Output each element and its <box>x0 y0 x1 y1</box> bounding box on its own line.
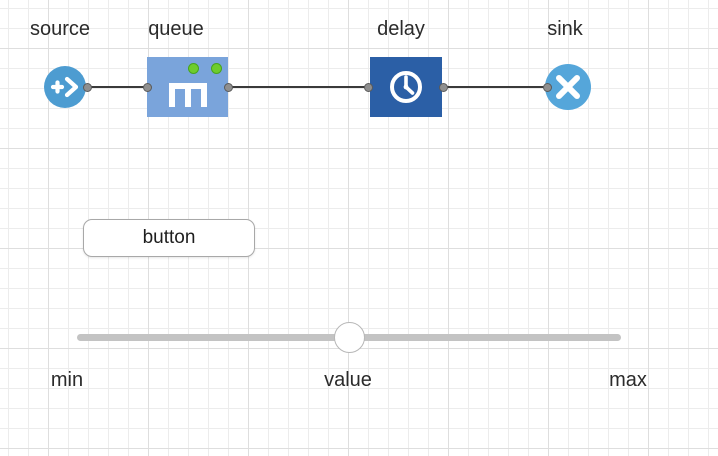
port-source-out[interactable] <box>82 82 92 92</box>
delay-clock-icon <box>390 71 422 103</box>
connector-source-queue <box>80 86 147 88</box>
queue-slots-icon <box>169 83 207 107</box>
block-label-sink: sink <box>547 18 583 40</box>
port-delay-in[interactable] <box>363 82 373 92</box>
slider-min-label: min <box>50 369 84 391</box>
block-sink[interactable] <box>545 64 591 110</box>
slider-max-label: max <box>609 369 647 391</box>
block-label-source: source <box>29 18 91 40</box>
connector-queue-delay <box>224 86 372 88</box>
button-control[interactable]: button <box>83 219 255 257</box>
block-queue[interactable] <box>147 57 228 117</box>
sink-x-cross-icon <box>556 75 580 99</box>
connector-delay-sink <box>438 86 548 88</box>
block-delay[interactable] <box>370 57 442 117</box>
block-source[interactable] <box>44 66 86 108</box>
slider-value-label: value <box>324 369 372 391</box>
queue-status-dot-icon <box>211 63 222 74</box>
slider-thumb[interactable] <box>333 322 365 353</box>
block-label-queue: queue <box>148 18 204 40</box>
source-plus-arrow-icon <box>50 76 79 98</box>
queue-status-dot-icon <box>188 63 199 74</box>
port-queue-out[interactable] <box>223 82 233 92</box>
block-label-delay: delay <box>377 18 425 40</box>
port-delay-out[interactable] <box>438 82 448 92</box>
port-queue-in[interactable] <box>142 82 152 92</box>
port-sink-in[interactable] <box>542 82 552 92</box>
